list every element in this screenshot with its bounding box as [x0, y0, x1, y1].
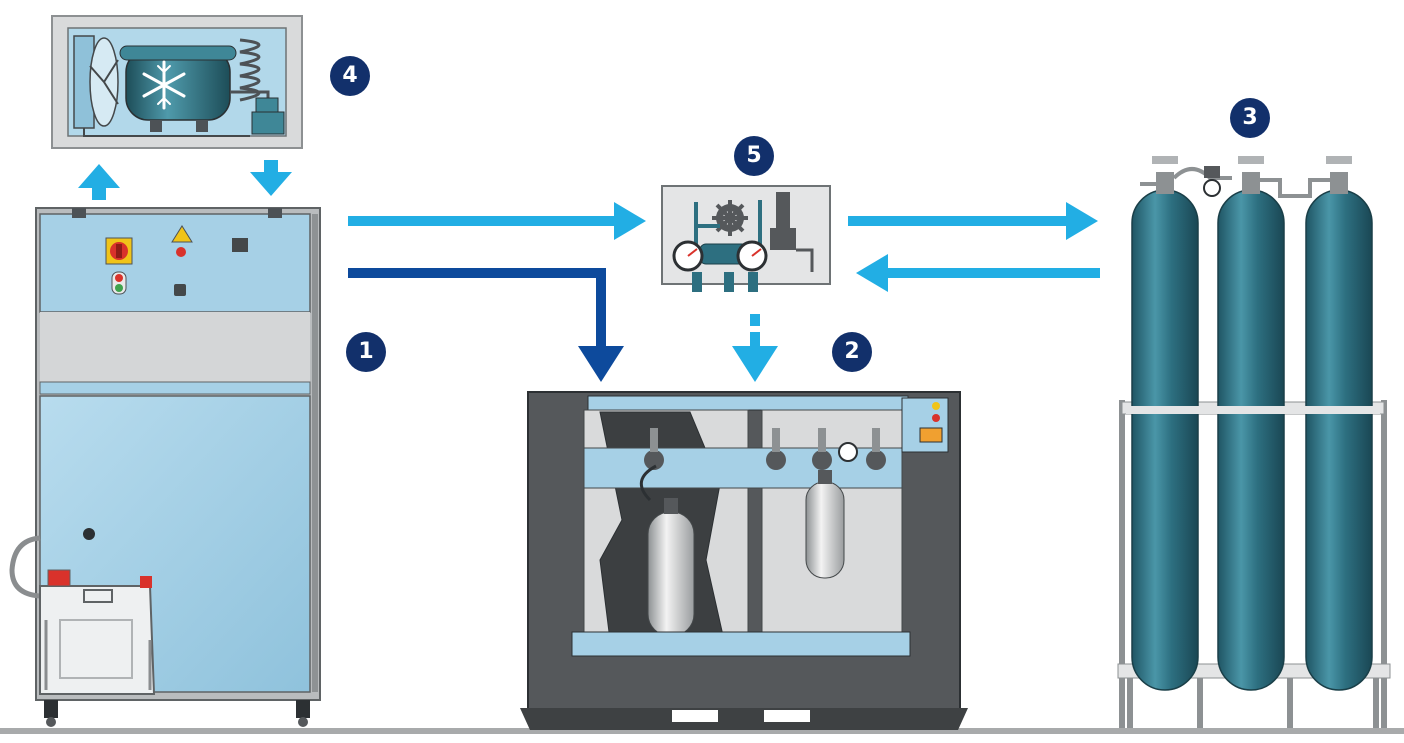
- component-badge-5: 5: [734, 136, 774, 176]
- display-icon: [232, 238, 248, 252]
- gear-valve-icon: [712, 200, 748, 236]
- refrigeration-compressor-icon: [119, 45, 237, 132]
- flow-regulator-to-filling: [732, 314, 778, 382]
- filling-station: [520, 391, 968, 730]
- drain-hose: [9, 535, 41, 599]
- storage-cylinders: [1117, 156, 1391, 728]
- cooling-unit: [51, 15, 303, 149]
- indicator-light-icon: [176, 247, 186, 257]
- flow-regulator-to-cylinders: [848, 202, 1098, 240]
- pressure-regulator-panel: [661, 185, 831, 292]
- gas-cylinder-icon: [1217, 156, 1285, 691]
- valve-icon: [866, 428, 886, 470]
- warning-triangle-icon: [171, 225, 193, 243]
- slot: [764, 710, 810, 722]
- snowflake-icon: [142, 60, 186, 110]
- pressure-gauge-icon: [672, 240, 704, 272]
- pressure-gauge-icon: [1203, 166, 1221, 197]
- slot: [672, 710, 718, 722]
- air-cylinder-icon: [805, 470, 845, 579]
- flow-cylinders-to-regulator: [856, 254, 1100, 292]
- flow-compressor-to-regulator: [348, 202, 646, 240]
- component-badge-3: 3: [1230, 98, 1270, 138]
- emergency-stop-switch-icon: [105, 237, 133, 265]
- valve-icon: [766, 428, 786, 470]
- pressure-gauge-icon: [838, 442, 858, 462]
- status-lamp-icon: [111, 271, 127, 295]
- valve-icon: [812, 428, 832, 470]
- fan-icon: [73, 35, 119, 129]
- pressure-gauge-icon: [736, 240, 768, 272]
- control-panel-icon: [901, 397, 949, 453]
- switch-icon: [174, 284, 186, 296]
- air-cylinder-icon: [639, 464, 695, 637]
- component-badge-1: 1: [346, 332, 386, 372]
- compressor: [9, 207, 321, 727]
- condensate-canister-icon: [39, 569, 156, 695]
- component-badge-2: 2: [832, 332, 872, 372]
- component-badge-4: 4: [330, 56, 370, 96]
- drain-port-icon: [83, 528, 95, 540]
- condenser-coil-icon: [239, 38, 261, 102]
- valve-icon: [644, 428, 664, 470]
- flow-cooling-to-compressor: [250, 160, 292, 196]
- gas-cylinder-icon: [1305, 156, 1373, 691]
- flow-compressor-to-filling: [348, 268, 624, 382]
- flow-compressor-to-cooling: [78, 164, 120, 200]
- ground-line: [0, 728, 1404, 734]
- gas-cylinder-icon: [1131, 156, 1199, 691]
